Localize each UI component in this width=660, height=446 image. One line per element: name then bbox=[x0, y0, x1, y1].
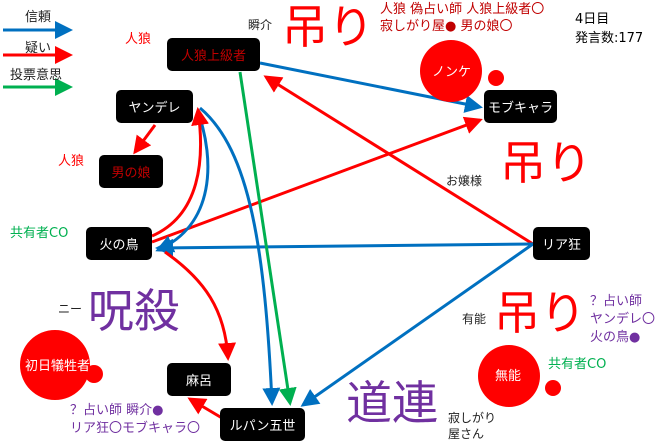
blood-splatter bbox=[488, 70, 504, 86]
arrow-hinotori-maro bbox=[164, 250, 237, 361]
seer-result-a: ？占い師ヤンデレ〇火の鳥● bbox=[590, 294, 656, 345]
node-nonke[interactable]: ノンケ bbox=[431, 65, 471, 80]
coshare-label-hinotori: 共有者CO bbox=[10, 226, 69, 241]
name-sabishigariya: 寂しがり屋さん bbox=[448, 411, 497, 441]
arrow-riakyo-hinotori bbox=[155, 238, 534, 257]
node-mob[interactable]: モブキャラ bbox=[484, 90, 557, 123]
blood-splatter bbox=[478, 345, 540, 407]
hang-label-bottom: 吊り bbox=[494, 286, 586, 340]
node-riakyo[interactable]: リア狂 bbox=[533, 227, 590, 260]
node-munou[interactable]: 無能 bbox=[494, 369, 521, 384]
legend-vote-label: 投票意思 bbox=[10, 68, 63, 83]
hang-label-top: 吊り bbox=[282, 0, 374, 54]
arrow-yandere-lupin bbox=[199, 106, 281, 406]
blood-splatter bbox=[20, 330, 90, 400]
arrow-yandere-hinotori bbox=[155, 111, 210, 253]
name-ojousama: お嬢様 bbox=[446, 174, 483, 188]
node-otokonoko[interactable]: 男の娘 bbox=[99, 155, 163, 188]
status-panel: 4日目 発言数:177 bbox=[575, 10, 643, 48]
node-hinotori[interactable]: 火の鳥 bbox=[86, 227, 152, 260]
name-yuunou: 有能 bbox=[462, 312, 487, 326]
arrow-riakyo-lupin bbox=[300, 242, 534, 407]
post-counter: 発言数:177 bbox=[575, 31, 644, 46]
arrow-upperwolf-lupin bbox=[238, 71, 297, 406]
arrow-hinotori-yandere bbox=[151, 107, 209, 238]
blood-splatter bbox=[420, 40, 482, 102]
node-maro[interactable]: 麻呂 bbox=[167, 363, 231, 396]
curse-kill-label: 呪殺 bbox=[88, 284, 180, 338]
fake-seer-result: 人狼 偽占い師 人狼上級者〇寂しがり屋● 男の娘〇 bbox=[380, 2, 545, 34]
wolf-label-otokonoko: 人狼 bbox=[58, 154, 85, 169]
blood-splatter bbox=[85, 365, 103, 383]
node-lupin[interactable]: ルパン五世 bbox=[220, 408, 305, 441]
legend-trust-label: 信頼 bbox=[25, 10, 52, 25]
legend-doubt-label: 疑い bbox=[25, 41, 52, 56]
node-upper-wolf[interactable]: 人狼上級者 bbox=[167, 38, 260, 71]
node-first-victim[interactable]: 初日犠牲者 bbox=[24, 359, 90, 374]
arrow-hinotori-mob bbox=[151, 116, 483, 244]
node-yandere[interactable]: ヤンデレ bbox=[116, 90, 193, 123]
michizure-label: 道連 bbox=[346, 376, 438, 430]
hang-label-mid: 吊り bbox=[500, 136, 592, 190]
wolf-label-upper: 人狼 bbox=[125, 32, 152, 47]
arrow-yandere-otokonoko bbox=[133, 124, 157, 155]
arrow-riakyo-upperwolf bbox=[263, 75, 534, 246]
blood-splatter bbox=[545, 380, 561, 396]
seer-result-b: ？占い師 瞬介●リア狂〇モブキャラ〇 bbox=[70, 403, 201, 436]
name-shunsuke: 瞬介 bbox=[248, 18, 273, 32]
coshare-label-munou: 共有者CO bbox=[548, 357, 607, 372]
day-counter: 4日目 bbox=[575, 12, 610, 27]
arrow-lupin-maro bbox=[187, 397, 223, 420]
name-nii: ニー bbox=[58, 302, 83, 316]
